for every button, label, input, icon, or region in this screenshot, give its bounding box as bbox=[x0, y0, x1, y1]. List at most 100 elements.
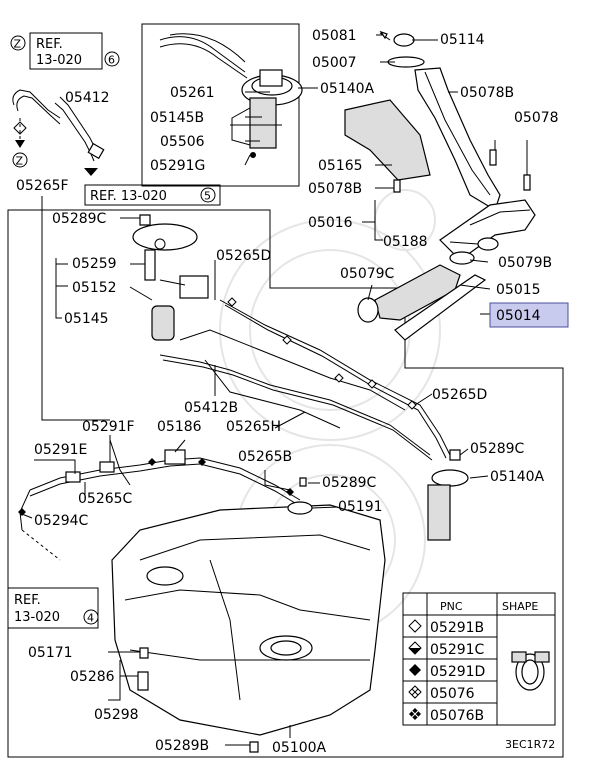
label-05014[interactable]: 05014 bbox=[496, 308, 541, 324]
label-05152[interactable]: 05152 bbox=[72, 280, 117, 296]
seal-05191 bbox=[287, 501, 313, 515]
label-05186[interactable]: 05186 bbox=[157, 419, 202, 435]
legend-row-pnc: 05291C bbox=[430, 642, 485, 658]
nut-05289b bbox=[249, 741, 259, 753]
svg-text:REF. 13-020: REF. 13-020 bbox=[90, 189, 167, 204]
label-05081[interactable]: 05081 bbox=[312, 28, 357, 44]
diagram-code: 3EC1R72 bbox=[505, 738, 555, 751]
label-05412[interactable]: 05412 bbox=[65, 90, 110, 106]
bracket-05165 bbox=[344, 99, 431, 181]
label-05165[interactable]: 05165 bbox=[318, 158, 363, 174]
label-05265d-a[interactable]: 05265D bbox=[216, 248, 271, 264]
label-05016[interactable]: 05016 bbox=[308, 215, 353, 231]
ref-13-020-5[interactable]: REF. 13-020 5 bbox=[84, 184, 221, 206]
label-05078b-b[interactable]: 05078B bbox=[308, 181, 362, 197]
ref-marker-z: Z bbox=[14, 38, 22, 51]
check-valve-05186 bbox=[164, 449, 186, 465]
breather-hose-05014 bbox=[394, 274, 487, 341]
nut-05289c-c bbox=[299, 477, 307, 487]
clamp-05079c bbox=[357, 297, 379, 323]
legend-row-pnc: 05291B bbox=[430, 620, 484, 636]
pnc-shape-legend: PNC SHAPE 05291B 05291C 05291D 05076 050… bbox=[402, 592, 556, 726]
leader-lines bbox=[21, 34, 528, 746]
filler-neck-assembly bbox=[344, 30, 536, 341]
label-05145b[interactable]: 05145B bbox=[150, 110, 204, 126]
ref-13-020-4[interactable]: REF. 13-020 4 bbox=[7, 587, 99, 629]
label-05015[interactable]: 05015 bbox=[496, 282, 541, 298]
label-05265b[interactable]: 05265B bbox=[238, 449, 292, 465]
label-05506[interactable]: 05506 bbox=[160, 134, 205, 150]
label-05298[interactable]: 05298 bbox=[94, 707, 139, 723]
fuel-filter-05145 bbox=[151, 305, 175, 341]
label-05289c-b[interactable]: 05289C bbox=[470, 441, 525, 457]
svg-text:6: 6 bbox=[108, 54, 115, 67]
label-05286[interactable]: 05286 bbox=[70, 669, 115, 685]
bolt-05078b bbox=[489, 149, 497, 166]
label-05289c-a[interactable]: 05289C bbox=[52, 211, 107, 227]
legend-row-pnc: 05076 bbox=[430, 686, 475, 702]
legend-header-pnc: PNC bbox=[440, 600, 463, 613]
diamond-filled-icon bbox=[409, 664, 421, 676]
bolt-05286 bbox=[137, 671, 149, 691]
label-05265c[interactable]: 05265C bbox=[78, 491, 133, 507]
fuel-tank-05100a bbox=[111, 477, 386, 753]
label-05291f[interactable]: 05291F bbox=[82, 419, 135, 435]
highlight-05014 bbox=[489, 302, 569, 328]
label-05291e[interactable]: 05291E bbox=[34, 442, 87, 458]
legend-header-shape: SHAPE bbox=[502, 600, 538, 613]
clamp-05188 bbox=[477, 237, 499, 251]
bolt-05171 bbox=[139, 647, 149, 659]
label-05261[interactable]: 05261 bbox=[170, 85, 215, 101]
svg-text:4: 4 bbox=[87, 612, 94, 625]
fuel-sender-05259 bbox=[132, 214, 209, 341]
svg-text:13-020: 13-020 bbox=[14, 610, 60, 625]
label-05294c[interactable]: 05294C bbox=[34, 513, 89, 529]
label-05289c-c[interactable]: 05289C bbox=[322, 475, 377, 491]
part-labels: 05081 05114 05007 05261 05140A 05078B 05… bbox=[16, 28, 569, 756]
label-05145[interactable]: 05145 bbox=[64, 311, 109, 327]
label-05140a-top[interactable]: 05140A bbox=[320, 81, 375, 97]
legend-row-pnc: 05291D bbox=[430, 664, 485, 680]
svg-text:Z: Z bbox=[16, 155, 24, 168]
z-marker bbox=[12, 152, 28, 168]
filler-neck-05016 bbox=[439, 199, 536, 261]
nut-05289c-a bbox=[139, 214, 151, 226]
label-05078b-a[interactable]: 05078B bbox=[460, 85, 514, 101]
svg-text:13-020: 13-020 bbox=[36, 53, 82, 68]
ref-13-020-6[interactable]: Z REF. 13-020 6 bbox=[10, 32, 120, 70]
fuel-lines bbox=[19, 299, 451, 561]
label-05265h[interactable]: 05265H bbox=[226, 419, 281, 435]
svg-text:5: 5 bbox=[204, 190, 211, 203]
clamp-05079b bbox=[449, 251, 475, 265]
label-05191[interactable]: 05191 bbox=[338, 499, 383, 515]
label-05079c[interactable]: 05079C bbox=[340, 266, 395, 282]
label-05188[interactable]: 05188 bbox=[383, 234, 428, 250]
clip-05291g bbox=[250, 152, 256, 158]
label-05265d-b[interactable]: 05265D bbox=[432, 387, 487, 403]
label-05265f[interactable]: 05265F bbox=[16, 178, 69, 194]
legend-row-pnc: 05076B bbox=[430, 708, 484, 724]
label-05291g[interactable]: 05291G bbox=[150, 158, 205, 174]
hose-clip-symbols bbox=[18, 297, 417, 516]
label-05079b[interactable]: 05079B bbox=[498, 255, 552, 271]
label-05171[interactable]: 05171 bbox=[28, 645, 73, 661]
hose-clamp-shape-icon bbox=[511, 651, 550, 691]
valve-05140a-lower bbox=[427, 449, 469, 541]
fuel-pump-module-05261 bbox=[159, 33, 303, 158]
label-05078[interactable]: 05078 bbox=[514, 110, 559, 126]
svg-text:REF.: REF. bbox=[14, 593, 41, 608]
label-05140a-low[interactable]: 05140A bbox=[490, 469, 545, 485]
diamond-outline-icon bbox=[408, 619, 422, 633]
label-05259[interactable]: 05259 bbox=[72, 256, 117, 272]
label-05100a[interactable]: 05100A bbox=[272, 740, 327, 756]
main-assembly-frame bbox=[7, 209, 564, 758]
label-05412b[interactable]: 05412B bbox=[184, 400, 238, 416]
label-05114[interactable]: 05114 bbox=[440, 32, 485, 48]
label-05289b[interactable]: 05289B bbox=[155, 738, 209, 754]
fuel-cap-05114 bbox=[393, 33, 415, 47]
branch-pipe-05265f-group: Z bbox=[12, 89, 105, 176]
svg-text:REF.: REF. bbox=[36, 37, 63, 52]
label-05007[interactable]: 05007 bbox=[312, 55, 357, 71]
bolt-05078 bbox=[523, 174, 531, 191]
